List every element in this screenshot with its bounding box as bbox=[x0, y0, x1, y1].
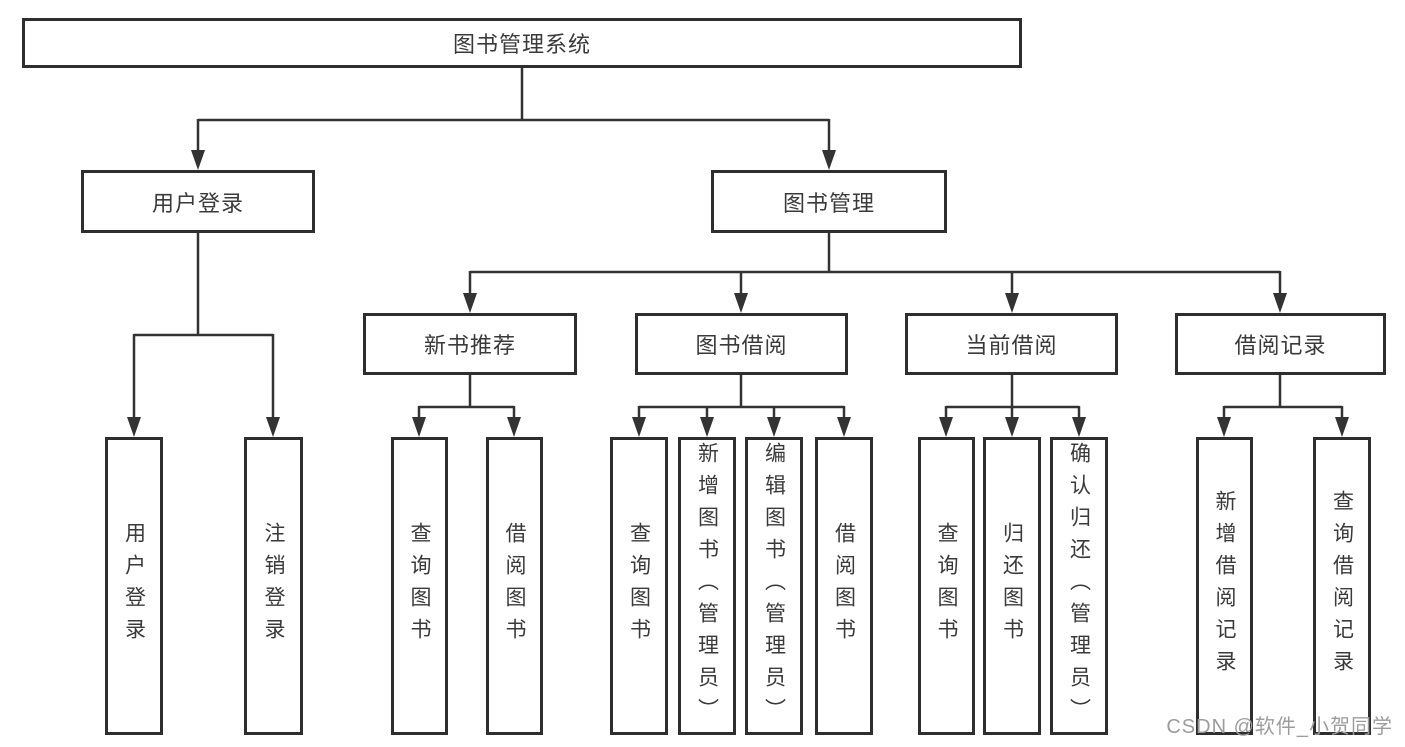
node-label: 注销登录 bbox=[262, 522, 285, 650]
node-leaf-logout: 注销登录 bbox=[244, 437, 303, 735]
node-leaf-user-login: 用户登录 bbox=[105, 437, 163, 735]
node-label: 归还图书 bbox=[1000, 522, 1024, 650]
node-label: 查询借阅记录 bbox=[1330, 490, 1354, 682]
node-leaf-confirm-return-admin: 确认归还（管理员） bbox=[1050, 437, 1108, 735]
node-label: 编辑图书（管理员） bbox=[762, 442, 786, 730]
node-leaf-query-books-borrowing: 查询图书 bbox=[610, 437, 668, 735]
edge-book-management-children bbox=[463, 233, 1287, 313]
node-leaf-borrow-books-recommend: 借阅图书 bbox=[486, 437, 543, 735]
node-label: 新增图书（管理员） bbox=[695, 442, 719, 730]
node-user-login: 用户登录 bbox=[81, 170, 315, 233]
node-leaf-query-books-current: 查询图书 bbox=[918, 437, 975, 735]
node-leaf-add-book-admin: 新增图书（管理员） bbox=[678, 437, 736, 735]
node-label: 用户登录 bbox=[122, 522, 146, 650]
node-borrowing-records: 借阅记录 bbox=[1175, 313, 1386, 375]
node-label: 新增借阅记录 bbox=[1213, 490, 1236, 682]
edge-current-borrowing-children bbox=[939, 375, 1086, 437]
watermark-text: CSDN @软件_小贺同学 bbox=[1166, 716, 1393, 738]
node-label: 查询图书 bbox=[935, 522, 958, 650]
node-label: 借阅图书 bbox=[503, 522, 526, 650]
node-leaf-add-borrow-record: 新增借阅记录 bbox=[1196, 437, 1253, 735]
edge-new-book-children bbox=[412, 375, 521, 437]
node-leaf-query-books-recommend: 查询图书 bbox=[391, 437, 448, 735]
node-label: 查询图书 bbox=[408, 522, 431, 650]
edge-borrowing-records-children bbox=[1217, 375, 1349, 437]
node-label: 借阅图书 bbox=[832, 522, 856, 650]
node-leaf-borrow-books-borrowing: 借阅图书 bbox=[815, 437, 873, 735]
node-label: 查询图书 bbox=[627, 522, 651, 650]
node-label: 确认归还（管理员） bbox=[1067, 442, 1091, 730]
node-current-borrowing: 当前借阅 bbox=[905, 313, 1118, 375]
node-book-borrowing: 图书借阅 bbox=[635, 313, 848, 375]
node-leaf-edit-book-admin: 编辑图书（管理员） bbox=[745, 437, 803, 735]
node-new-book-recommend: 新书推荐 bbox=[363, 313, 577, 375]
node-book-management: 图书管理 bbox=[711, 170, 947, 233]
edge-root-to-level2 bbox=[191, 68, 836, 170]
edge-user-login-children bbox=[127, 233, 280, 437]
node-library-management-system: 图书管理系统 bbox=[22, 18, 1022, 68]
node-leaf-return-books: 归还图书 bbox=[983, 437, 1041, 735]
node-leaf-query-borrow-record: 查询借阅记录 bbox=[1313, 437, 1371, 735]
edge-book-borrowing-children bbox=[632, 375, 851, 437]
